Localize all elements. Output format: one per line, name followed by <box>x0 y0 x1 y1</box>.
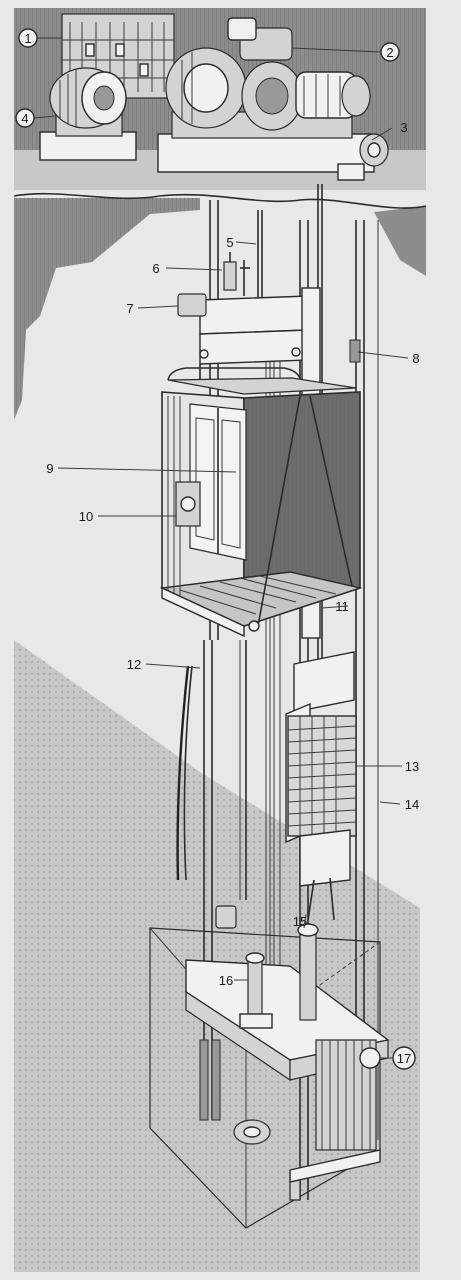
callout-5-label: 5 <box>226 235 233 250</box>
pit <box>149 905 390 1229</box>
callout-labels: 1 2 3 4 5 6 7 8 9 10 11 12 13 14 15 16 1… <box>15 28 420 1070</box>
callout-12-label: 12 <box>127 657 141 672</box>
callout-16-label: 16 <box>219 973 233 988</box>
callout-8-label: 8 <box>412 351 419 366</box>
callout-3-label: 3 <box>400 120 407 135</box>
pit-shading <box>14 640 420 1272</box>
machine-room <box>14 8 426 190</box>
callout-11-label: 11 <box>335 599 349 614</box>
callout-15-label: 15 <box>293 914 307 929</box>
callout-1-label: 1 <box>24 31 31 46</box>
elevator-car <box>159 367 363 638</box>
callout-2-label: 2 <box>386 45 393 60</box>
callout-17: 17 <box>392 1046 416 1070</box>
callout-4: 4 <box>15 108 35 128</box>
hoisting-machine <box>157 17 389 181</box>
traveling-cable <box>176 640 247 900</box>
counterweight <box>285 651 357 921</box>
governor <box>223 252 250 296</box>
callout-7-label: 7 <box>126 301 133 316</box>
callout-14-label: 14 <box>405 797 419 812</box>
shaft-wall <box>13 192 427 420</box>
callout-13-label: 13 <box>405 759 419 774</box>
callout-4-label: 4 <box>21 111 28 126</box>
callout-10-label: 10 <box>79 509 93 524</box>
callout-2: 2 <box>380 42 400 62</box>
callout-17-label: 17 <box>397 1051 411 1066</box>
callout-6-label: 6 <box>152 261 159 276</box>
leader-lines <box>33 37 409 1059</box>
callout-9-label: 9 <box>46 461 53 476</box>
motor-generator <box>39 67 137 161</box>
callout-1: 1 <box>18 28 38 48</box>
